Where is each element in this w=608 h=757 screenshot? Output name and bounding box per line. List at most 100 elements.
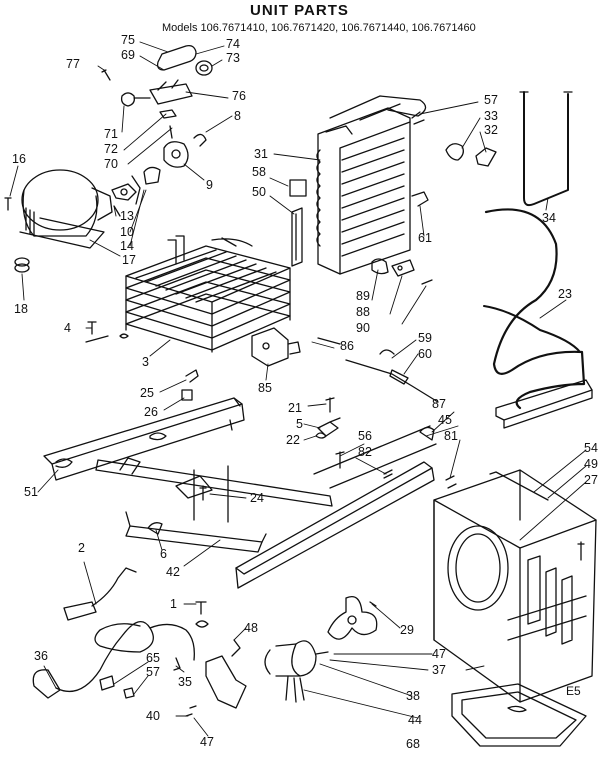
bracket-part [182,390,192,400]
screw-part [578,542,584,560]
power-cord-part [150,624,194,660]
callout-70: 70 [104,157,118,171]
callout-8: 8 [234,109,241,123]
callout-68: 68 [406,737,420,751]
callout-36: 36 [34,649,48,663]
callout-48: 48 [244,621,258,635]
base-frame-part [44,398,332,552]
callout-23: 23 [558,287,572,301]
overload-relay-part [112,184,136,200]
condenser-part [317,96,426,274]
grommet-part [15,258,29,272]
bracket-part [102,70,206,146]
wire-part [286,676,304,702]
callout-72: 72 [104,142,118,156]
fan-shroud-part [434,470,596,702]
callout-31: 31 [254,147,268,161]
screw-part [196,602,208,627]
callout-13: 13 [120,209,134,223]
callout-38: 38 [406,689,420,703]
callout-71: 71 [104,127,118,141]
capillary-tube-part [524,92,568,205]
tubing-part [486,209,584,408]
evaporator-part [126,236,290,352]
bracket-part [504,390,592,428]
switch-part [252,328,340,366]
callout-18: 18 [14,302,28,316]
callout-76: 76 [232,89,246,103]
screw-part [200,486,206,500]
callout-21: 21 [288,401,302,415]
valve-assembly-part [372,259,432,284]
page-tag: E5 [566,684,581,698]
shaft-part [316,652,328,654]
callout-27: 27 [584,473,598,487]
callout-16: 16 [12,152,26,166]
valve-part [446,144,463,160]
heater-part [346,350,438,402]
screw-part [336,452,344,468]
motor-bracket-part [206,656,246,708]
rail-part [236,426,436,588]
screw-part [120,334,128,338]
connector-part [124,688,134,698]
power-cord-part [56,622,153,692]
callout-90: 90 [356,321,370,335]
callout-45: 45 [438,413,452,427]
defrost-timer-part [158,46,212,75]
screw-part [446,476,456,488]
callout-58: 58 [252,165,266,179]
callout-75: 75 [121,33,135,47]
callout-57: 57 [146,665,160,679]
callout-49: 49 [584,457,598,471]
wire-part [490,472,548,500]
clip-part [476,148,496,166]
callout-74: 74 [226,37,240,51]
clip-part [232,640,240,656]
compressor-part [5,170,112,248]
screw-part [326,398,334,412]
callout-73: 73 [226,51,240,65]
callout-54: 54 [584,441,598,455]
callout-6: 6 [160,547,167,561]
callout-5: 5 [296,417,303,431]
callout-60: 60 [418,347,432,361]
fan-blade-part [328,597,377,639]
drain-pan-part [452,684,586,746]
fan-bracket-part [132,142,188,204]
callout-9: 9 [206,178,213,192]
motor-part [292,641,316,676]
bracket-part [496,380,592,420]
callout-32: 32 [484,123,498,137]
screw-part [86,322,108,342]
callout-37: 37 [432,663,446,677]
callout-56: 56 [358,429,372,443]
callout-61: 61 [418,231,432,245]
callout-26: 26 [144,405,158,419]
callout-89: 89 [356,289,370,303]
callout-77: 77 [66,57,80,71]
callout-47b: 47 [432,647,446,661]
connector-part [174,658,180,670]
callout-59: 59 [418,331,432,345]
fan-hub-part [348,616,356,624]
tubing-part [484,306,580,352]
callout-10: 10 [120,225,134,239]
callout-29: 29 [400,623,414,637]
clip-part [370,602,376,606]
callout-44: 44 [408,713,422,727]
grommet-part [316,433,326,438]
callout-40: 40 [146,709,160,723]
models-line: Models 106.7671410, 106.7671420, 106.767… [162,22,476,34]
callout-88: 88 [356,305,370,319]
screw-part [412,112,424,124]
callout-35: 35 [178,675,192,689]
callout-51: 51 [24,485,38,499]
connector-part [100,676,114,690]
callout-42: 42 [166,565,180,579]
callout-24: 24 [250,491,264,505]
clip-part [114,206,120,216]
shield-part [292,208,302,266]
